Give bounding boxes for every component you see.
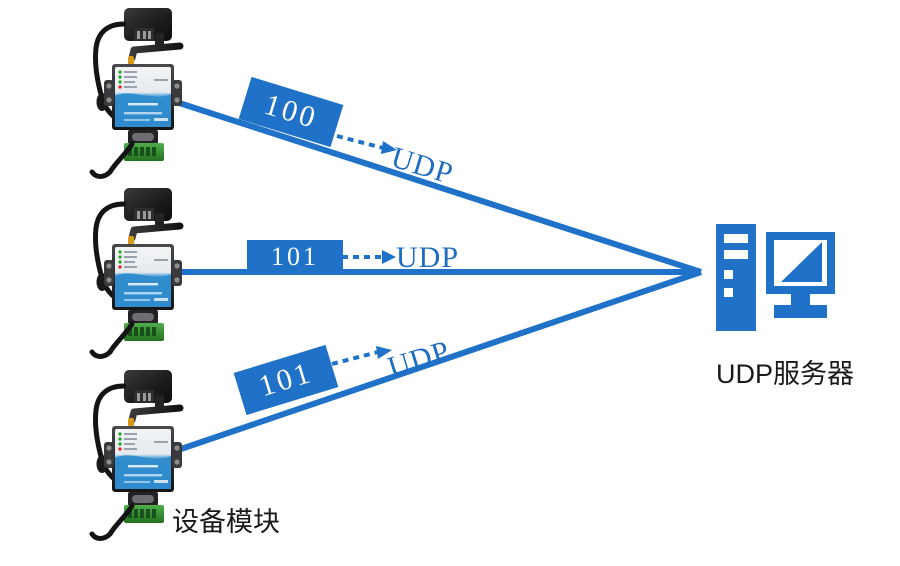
device-module-top[interactable] [62,6,192,181]
connection-line-bottom [174,269,702,454]
protocol-label-middle: UDP [396,241,459,275]
port-badge-101-middle[interactable]: 101 [247,240,343,274]
device-module-bottom[interactable] [62,368,192,543]
server-computer-icon[interactable] [712,220,837,335]
dotted-arrow-top [336,134,397,154]
port-badge-label: 101 [271,242,319,271]
device-module-caption: 设备模块 [172,507,280,537]
connection-line-top [169,97,702,275]
device-module-middle[interactable] [62,186,192,361]
protocol-text: UDP [396,241,460,274]
dotted-arrow-bottom [331,346,392,366]
dotted-arrow-middle [342,250,396,264]
server-caption: UDP服务器 [716,359,855,389]
